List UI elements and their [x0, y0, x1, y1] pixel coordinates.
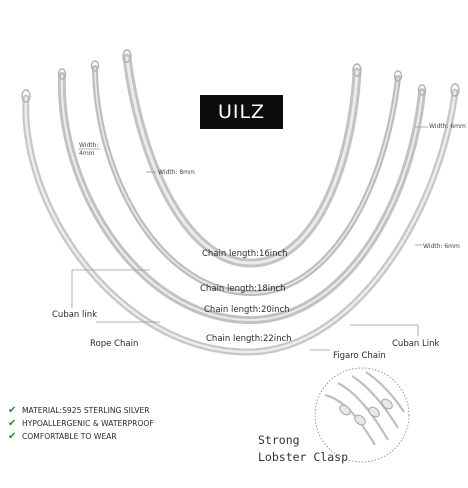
clasp-caption: Strong Lobster Clasp	[258, 432, 348, 466]
feature-text: COMFORTABLE TO WEAR	[22, 432, 117, 441]
clasp-ends	[21, 49, 460, 103]
cuban-link-label-left: Cuban link	[52, 310, 97, 320]
check-icon: ✔	[8, 405, 17, 416]
length-label-18: Chain length:18inch	[200, 284, 286, 294]
length-label-22: Chain length:22inch	[206, 334, 292, 344]
width-label-4mm-line1: Width:	[79, 142, 98, 149]
rope-chain-label: Rope Chain	[90, 339, 138, 349]
feature-text: HYPOALLERGENIC & WATERPROOF	[22, 419, 154, 428]
feature-item: ✔ HYPOALLERGENIC & WATERPROOF	[8, 417, 154, 430]
width-label-8mm: Width: 8mm	[158, 169, 195, 176]
feature-item: ✔ MATERIAL:S925 STERLING SILVER	[8, 404, 154, 417]
lobster-clasp-closeup	[314, 367, 410, 463]
width-label-4mm: 4mm	[79, 150, 95, 157]
clasp-caption-line2: Lobster Clasp	[258, 450, 349, 464]
feature-list: ✔ MATERIAL:S925 STERLING SILVER ✔ HYPOAL…	[8, 404, 154, 443]
feature-item: ✔ COMFORTABLE TO WEAR	[8, 430, 154, 443]
length-labels: Chain length:16inch Chain length:18inch …	[200, 249, 292, 344]
check-icon: ✔	[8, 418, 17, 429]
check-icon: ✔	[8, 431, 17, 442]
figaro-chain-label: Figaro Chain	[333, 351, 386, 361]
width-label-6mm-b: Width: 6mm	[423, 243, 460, 250]
brand-logo: UILZ	[200, 95, 283, 129]
feature-text: MATERIAL:S925 STERLING SILVER	[22, 406, 150, 415]
chain-16inch	[122, 53, 362, 268]
width-label-6mm-a: Width: 6mm	[429, 123, 466, 130]
clasp-caption-line1: Strong	[258, 433, 300, 447]
length-label-20: Chain length:20inch	[204, 305, 290, 315]
cuban-link-label-right: Cuban Link	[392, 339, 440, 349]
length-label-16: Chain length:16inch	[202, 249, 288, 259]
